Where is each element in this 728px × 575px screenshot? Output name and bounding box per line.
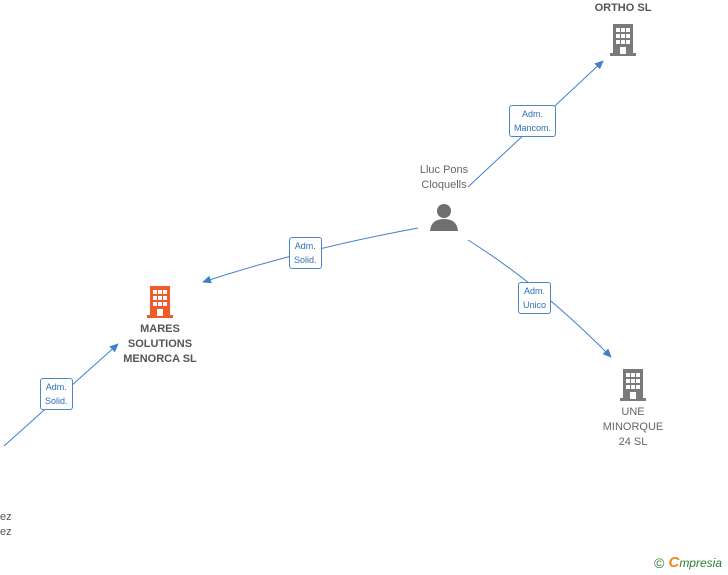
node-mares-solutions-menorca-sl[interactable]: MARES SOLUTIONS MENORCA SL <box>110 284 210 367</box>
node-label: MARES SOLUTIONS MENORCA SL <box>123 323 197 365</box>
node-ortho-sl[interactable]: ORTHO SL <box>583 1 663 56</box>
copyright-icon: © <box>654 554 665 571</box>
brand-initial: C <box>668 554 680 571</box>
node-label-line: ez <box>0 526 12 538</box>
person-icon <box>430 204 458 231</box>
node-label: UNE MINORQUE 24 SL <box>602 406 664 448</box>
building-icon <box>147 286 173 318</box>
edge-label-adm-solid[interactable]: Adm. Solid. <box>289 237 322 269</box>
brand-name: mpresia <box>679 556 722 570</box>
edge-label-adm-mancom[interactable]: Adm. Mancom. <box>509 105 557 137</box>
empresia-logo: © Cmpresia <box>654 554 722 571</box>
edge-label-adm-unico[interactable]: Adm. Unico <box>518 282 552 314</box>
node-label-line: ez <box>0 511 12 523</box>
building-icon <box>610 24 636 56</box>
node-label: Lluc Pons Cloquells <box>419 164 469 191</box>
edge-label-adm-solid-offscreen[interactable]: Adm. Solid. <box>40 378 73 410</box>
building-icon <box>620 369 646 401</box>
node-offscreen-label: ez ez <box>0 510 12 540</box>
node-une-minorque-24-sl[interactable]: UNE MINORQUE 24 SL <box>593 367 673 450</box>
node-label: ORTHO SL <box>594 2 652 14</box>
node-lluc-pons-cloquells[interactable]: Lluc Pons Cloquells <box>404 163 484 232</box>
